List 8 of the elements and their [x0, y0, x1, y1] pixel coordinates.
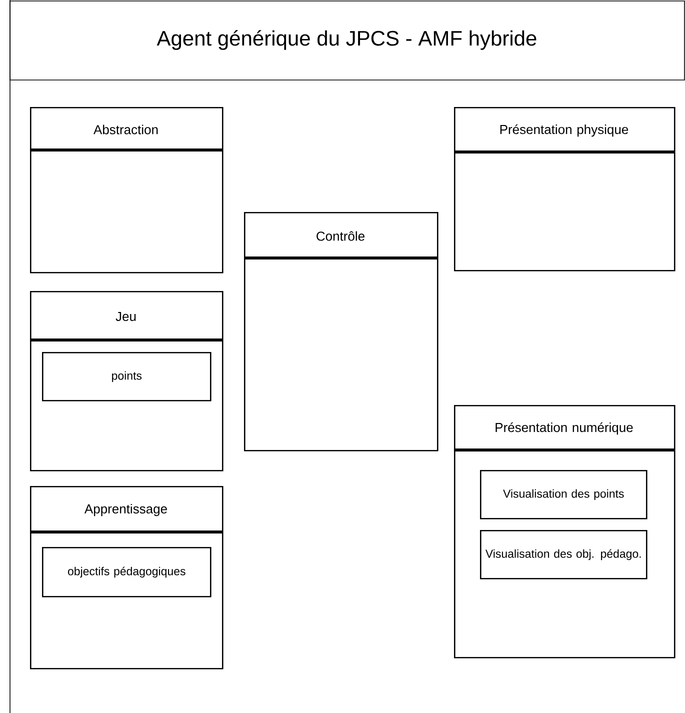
component-box: Visualisation des points — [480, 470, 648, 520]
component-box: points — [42, 352, 212, 402]
panel-box: Abstraction — [30, 107, 224, 274]
component-box: objectifs pédagogiques — [42, 547, 212, 598]
title-band: Agent générique du JPCS - AMF hybride — [10, 0, 685, 80]
panel-box: Contrôle — [244, 212, 438, 452]
component-box: Visualisation des obj. pédago. — [480, 530, 648, 580]
panel-box: Présentation physique — [454, 107, 676, 272]
